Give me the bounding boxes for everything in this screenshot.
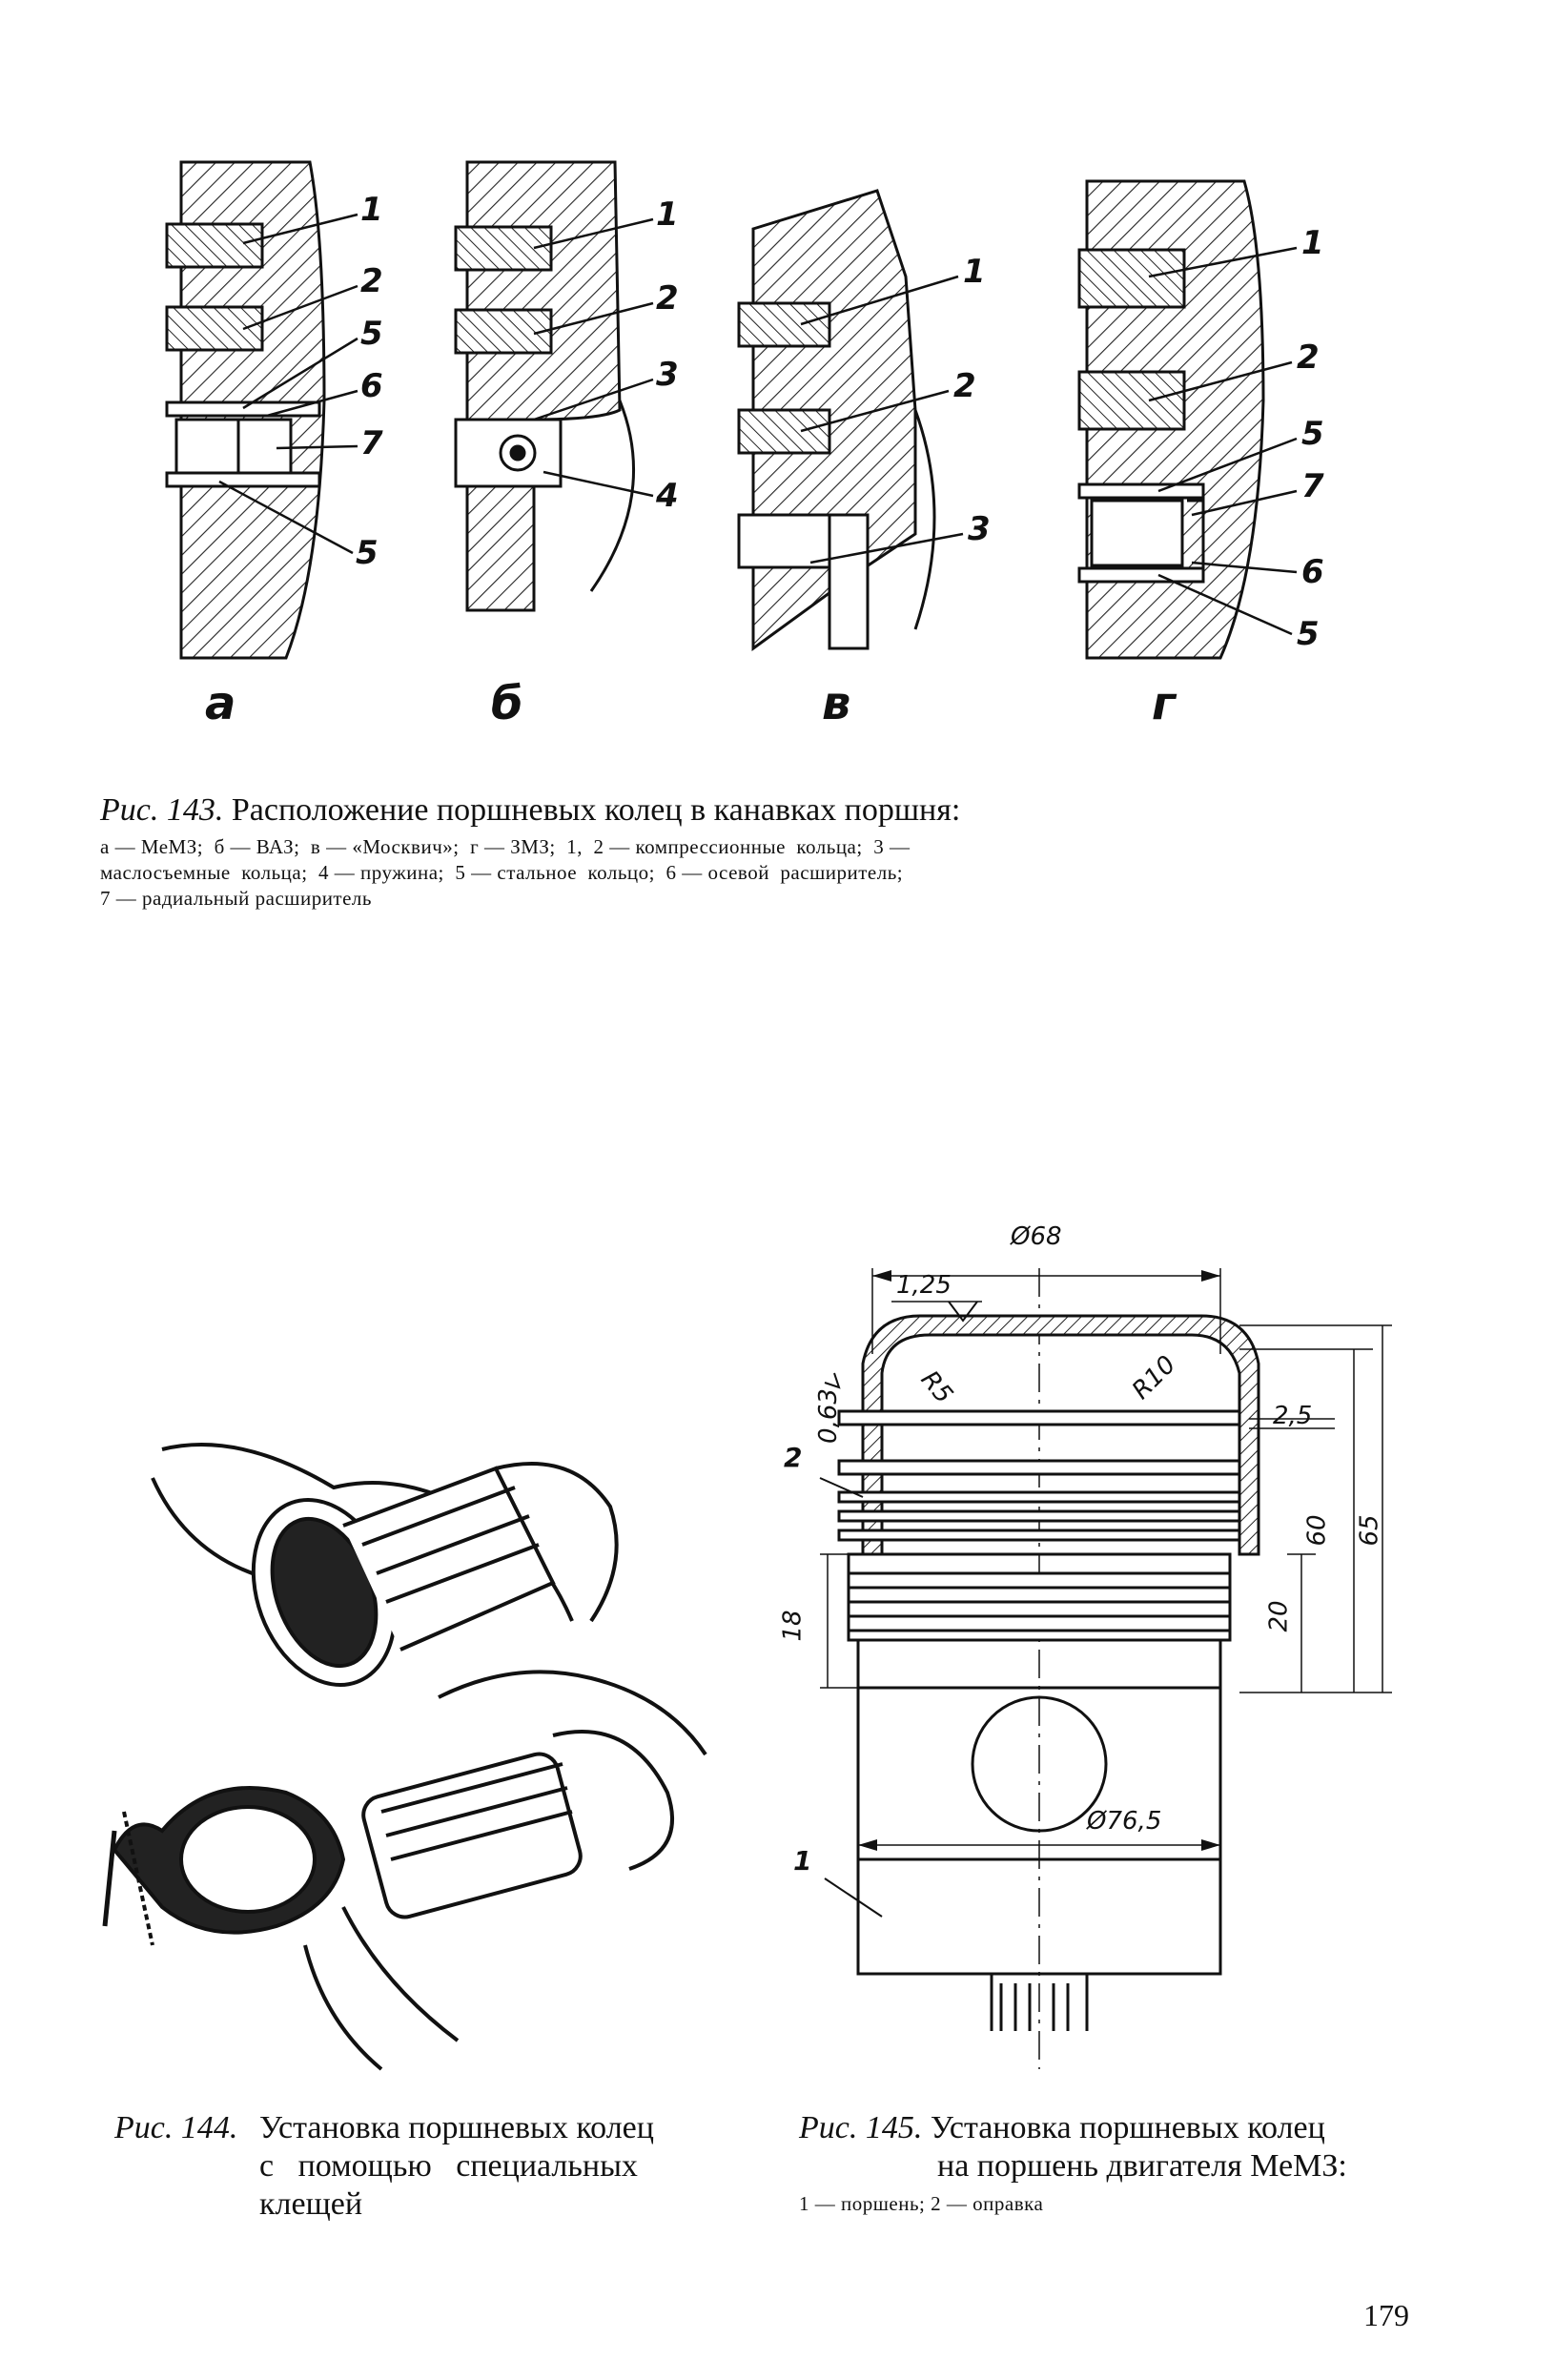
fig143-panel-b-leaders: [533, 217, 654, 498]
fig145-dim-r125: 1,25: [896, 1271, 952, 1300]
fig143-legend-line-1: а — МеМЗ; б — ВАЗ; в — «Москвич»; г — ЗМ…: [100, 835, 911, 858]
fig143-v-callout-1: 1: [963, 253, 986, 291]
fig145-caption-label: Рис. 145.: [799, 2110, 923, 2145]
fig143-panel-v-section: [737, 189, 936, 651]
fig143-legend-line-3: 7 — радиальный расширитель: [100, 887, 372, 910]
fig145-dim-d765: Ø76,5: [1087, 1807, 1162, 1836]
fig143-b-callout-1: 1: [656, 195, 679, 234]
fig143-b-callout-2: 2: [656, 279, 679, 318]
page-number: 179: [1363, 2298, 1409, 2332]
fig144-illustration: [102, 1443, 707, 2071]
fig145-callout-2: 2: [784, 1442, 803, 1473]
fig143-caption-title: Расположение поршневых колец в канавках …: [231, 792, 961, 828]
fig143-g-callout-2: 2: [1297, 339, 1320, 377]
fig143-a-callout-1: 1: [360, 191, 383, 229]
fig145-dim-r063: 0,63: [813, 1388, 843, 1444]
fig145-caption-line-2: на поршень двигателя МеМЗ:: [937, 2148, 1347, 2184]
fig145-dim-d18: 18: [778, 1610, 808, 1642]
fig144-caption-line-3: клещей: [259, 2186, 363, 2222]
fig144-caption-label: Рис. 144.: [114, 2110, 238, 2145]
fig143-b-callout-4: 4: [656, 477, 679, 515]
fig144-caption-text: Установка поршневых колец с помощью спец…: [259, 2109, 717, 2224]
fig145-drawing: [819, 1268, 1392, 2069]
fig143-g-callout-5: 5: [1301, 415, 1324, 453]
fig143-panel-letter-b: б: [491, 677, 523, 730]
fig145-dim-d60: 60: [1302, 1514, 1332, 1547]
fig143-panel-letter-g: г: [1152, 677, 1177, 730]
fig143-drawing: [165, 160, 1298, 660]
fig143-caption-label: Рис. 143.: [100, 792, 224, 828]
fig145-caption-title: Установка поршневых колец: [930, 2110, 1325, 2145]
fig145-callout-1: 1: [793, 1845, 812, 1877]
fig143-panel-b-section: [454, 160, 635, 612]
fig143-panel-v-leaders: [800, 275, 964, 564]
fig143-legend: а — МеМЗ; б — ВАЗ; в — «Москвич»; г — ЗМ…: [100, 834, 1282, 912]
fig145-dim-d20: 20: [1264, 1600, 1294, 1632]
fig143-a-callout-7: 7: [360, 424, 383, 462]
fig145-legend: 1 — поршень; 2 — оправка: [799, 2192, 1044, 2215]
fig143-a-callout-2: 2: [360, 262, 383, 300]
fig143-panel-g-section: [1077, 179, 1265, 660]
fig143-a-callout-6: 6: [360, 367, 383, 405]
fig143-b-callout-3: 3: [656, 356, 679, 394]
fig143-panel-g-leaders: [1148, 246, 1298, 636]
fig143-a-callout-5: 5: [360, 315, 383, 353]
fig143-legend-line-2: маслосъемные кольца; 4 — пружина; 5 — ст…: [100, 861, 904, 884]
fig143-g-callout-7: 7: [1301, 467, 1324, 505]
fig145-dim-d25: 2,5: [1273, 1402, 1313, 1430]
fig143-g-callout-5b: 5: [1297, 615, 1320, 653]
fig143-panel-letter-a: а: [205, 677, 236, 730]
fig143-panel-a-section: [165, 160, 326, 660]
fig145-caption-line-1: Рис. 145. Установка поршневых колец: [799, 2109, 1409, 2147]
fig143-g-callout-6: 6: [1301, 553, 1324, 591]
fig145-dim-d65: 65: [1355, 1514, 1384, 1547]
fig143-panel-a-leaders: [218, 213, 358, 555]
fig145-caption: Рис. 145. Установка поршневых колец на п…: [799, 2109, 1409, 2185]
fig143-v-callout-3: 3: [968, 510, 991, 548]
fig143-a-callout-5b: 5: [356, 534, 379, 572]
fig144-caption-line-2: с помощью специальных: [259, 2148, 638, 2184]
fig145-dim-d68: Ø68: [1011, 1222, 1062, 1251]
fig143-panel-letter-v: в: [822, 677, 851, 730]
fig143-v-callout-2: 2: [953, 367, 976, 405]
fig143-caption: Рис. 143. Расположение поршневых колец в…: [100, 791, 960, 830]
fig143-g-callout-1: 1: [1301, 224, 1324, 262]
fig144-caption-line-1: Установка поршневых колец: [259, 2110, 654, 2145]
